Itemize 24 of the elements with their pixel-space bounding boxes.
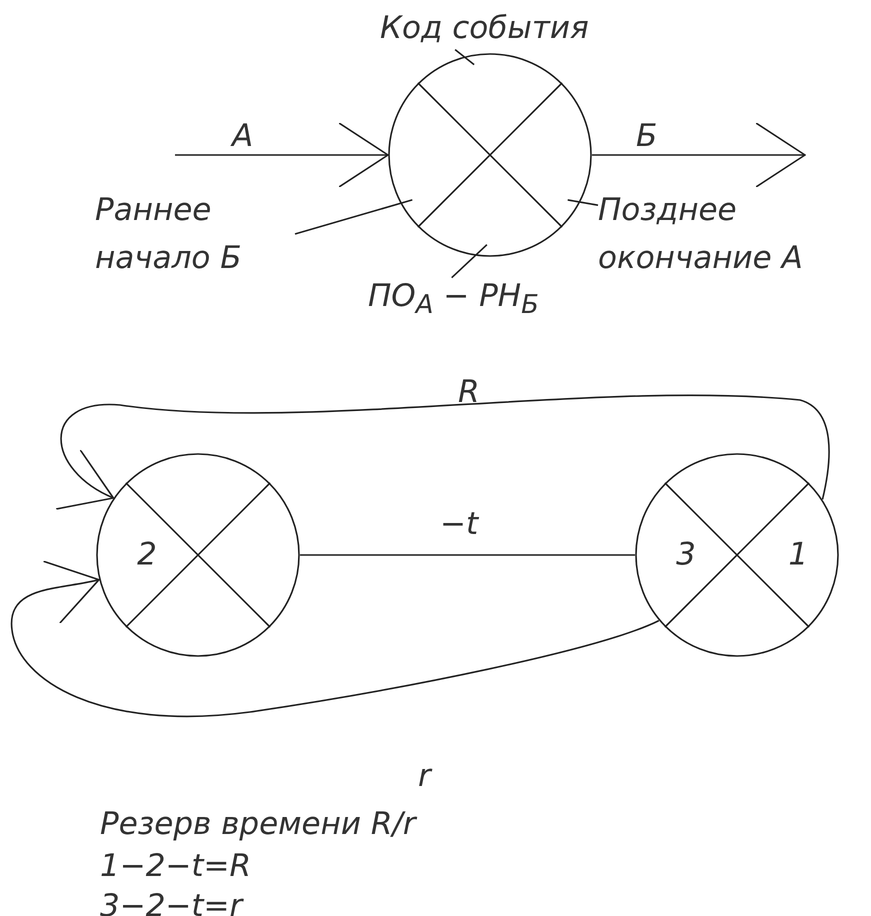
event-circle bbox=[96, 453, 300, 657]
note-text: Резерв времени R/r bbox=[100, 805, 416, 844]
edge-label: Б bbox=[636, 117, 658, 156]
edge-label: А bbox=[232, 117, 254, 156]
arrow bbox=[11, 558, 660, 717]
sector-number: 1 bbox=[788, 540, 808, 570]
edge-label: r bbox=[418, 757, 431, 796]
sector-number: 2 bbox=[137, 540, 157, 570]
formula: 1−2−t=R bbox=[100, 847, 252, 886]
event-circle bbox=[635, 453, 839, 657]
leader-line bbox=[294, 199, 413, 235]
leader-line bbox=[451, 244, 488, 278]
connector-line bbox=[300, 554, 635, 556]
callout-text: ПО$_{А}$ − РН$_{Б}$ bbox=[368, 272, 539, 330]
event-circle bbox=[388, 53, 592, 257]
callout-text: Позднее окончание А bbox=[598, 186, 848, 282]
edge-label: −t bbox=[440, 505, 478, 544]
leader-line bbox=[454, 48, 475, 66]
arrow bbox=[592, 122, 806, 188]
callout-text: Код события bbox=[380, 4, 589, 52]
callout-text: Раннее начало Б bbox=[95, 186, 295, 282]
sector-number: 3 bbox=[676, 540, 696, 570]
leader-line bbox=[568, 199, 598, 206]
arrow bbox=[175, 122, 389, 188]
